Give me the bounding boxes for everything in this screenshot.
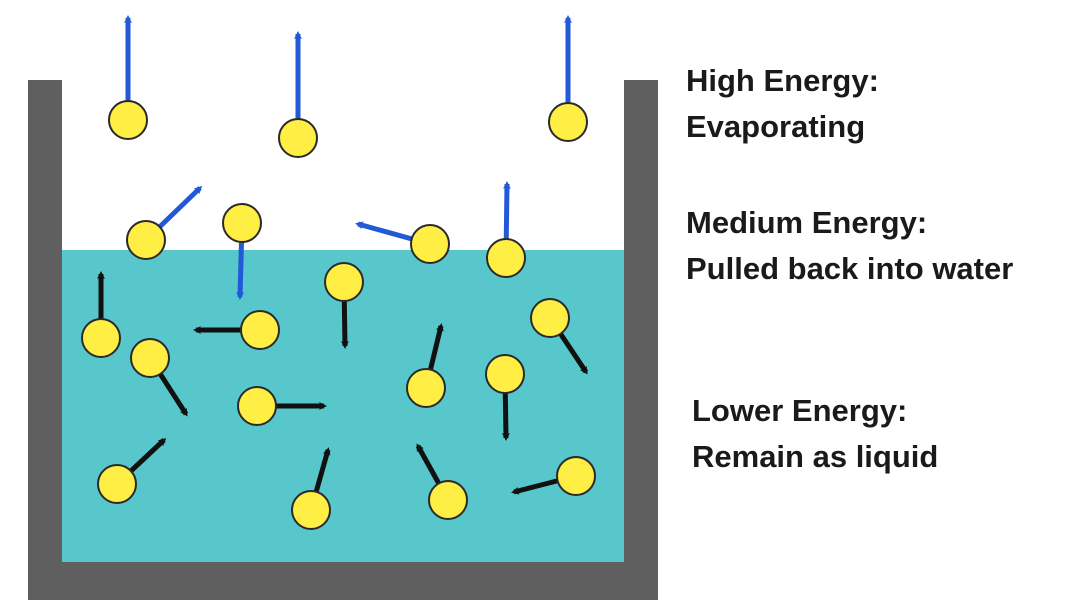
molecule-ball (97, 464, 137, 504)
label-high-energy-desc: Evaporating (686, 109, 866, 144)
molecule-ball (485, 354, 525, 394)
molecule (355, 221, 450, 264)
molecule-ball (406, 368, 446, 408)
label-lower-energy-desc: Remain as liquid (692, 439, 939, 474)
molecule (406, 323, 446, 408)
label-high-energy-title: High Energy: (686, 63, 879, 98)
molecules (81, 15, 596, 530)
molecule-ball (291, 490, 331, 530)
molecule (415, 443, 468, 520)
label-high-energy: High Energy: Evaporating (686, 58, 879, 150)
molecule (291, 447, 331, 530)
label-lower-energy-title: Lower Energy: (692, 393, 908, 428)
molecule-ball (222, 203, 262, 243)
molecule (97, 437, 167, 504)
molecule (486, 181, 526, 278)
molecule (130, 338, 189, 417)
molecule (324, 262, 364, 349)
label-medium-energy-desc: Pulled back into water (686, 251, 1014, 286)
molecule-ball (130, 338, 170, 378)
molecule-ball (126, 220, 166, 260)
molecule-ball (556, 456, 596, 496)
label-medium-energy: Medium Energy: Pulled back into water (686, 200, 1013, 292)
molecule-ball (410, 224, 450, 264)
molecule-ball (548, 102, 588, 142)
molecule (485, 354, 525, 441)
molecule-ball (530, 298, 570, 338)
molecule-ball (240, 310, 280, 350)
molecule-ball (324, 262, 364, 302)
molecule (511, 456, 596, 496)
molecule (126, 185, 203, 260)
molecule (530, 298, 589, 375)
molecule (222, 203, 262, 300)
molecule-ball (81, 318, 121, 358)
molecule-ball (428, 480, 468, 520)
molecule (237, 386, 327, 426)
molecule-ball (108, 100, 148, 140)
molecule-ball (486, 238, 526, 278)
molecule (81, 271, 121, 358)
molecule (548, 15, 588, 142)
molecule-ball (278, 118, 318, 158)
label-medium-energy-title: Medium Energy: (686, 205, 928, 240)
molecule (193, 310, 280, 350)
molecule-ball (237, 386, 277, 426)
molecule (108, 15, 148, 140)
label-lower-energy: Lower Energy: Remain as liquid (692, 388, 938, 480)
molecule (278, 31, 318, 158)
